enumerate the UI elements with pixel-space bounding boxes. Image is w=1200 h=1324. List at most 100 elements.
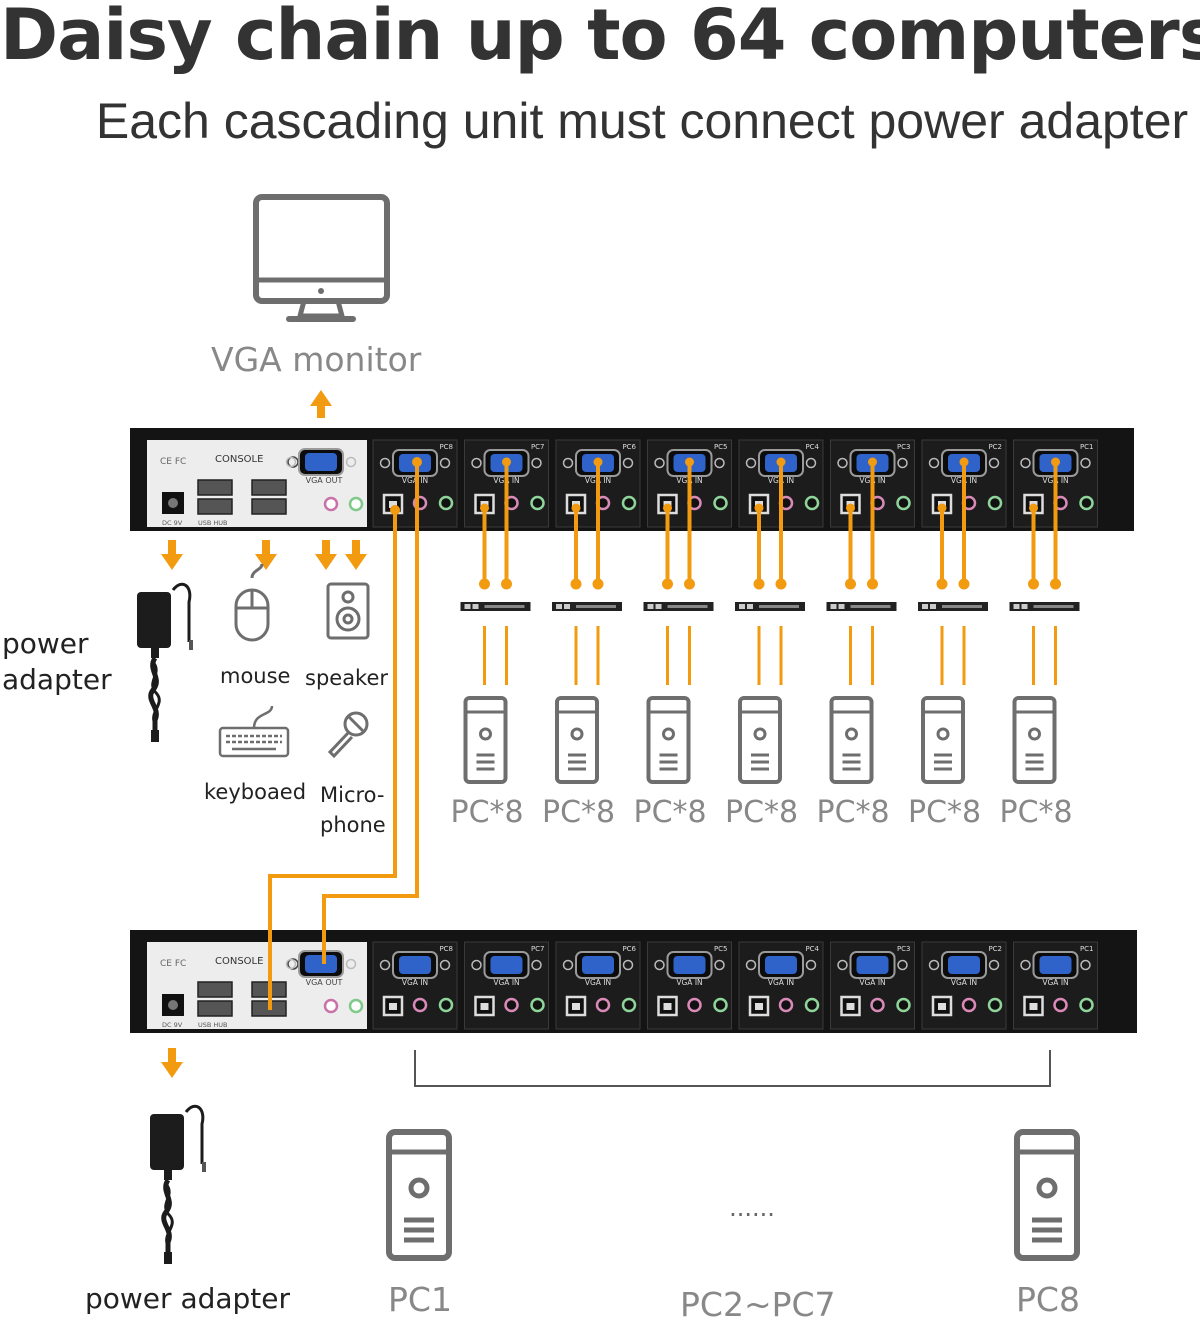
port-label: PC1 [1080,443,1094,451]
power-adapter-bottom-label: power adapter [85,1282,291,1315]
arrow-down-icon [345,540,367,570]
kvm-cable-icon [643,602,714,611]
keyboard-label: keyboaed [204,780,307,804]
page-title: Daisy chain up to 64 computers [0,0,1200,76]
audio-port-icon [323,998,339,1014]
vga-out-label: VGA OUT [306,978,343,987]
cascade-connection [643,457,714,784]
dc-label: DC 9V [162,1021,183,1029]
usb-hub-label: USB HUB [198,1021,228,1029]
cascade-connection [1009,457,1080,784]
port-label: PC8 [439,443,453,451]
pc-tower-icon [463,696,508,784]
pc-count-label: PC*8 [908,795,982,830]
mic-port-icon [530,495,545,511]
pc-count-label: PC*8 [725,795,799,830]
usb-hub-port-icon [251,479,287,496]
port-label: PC7 [531,945,545,953]
pc-tower-icon [921,696,965,784]
pc-tower-icon [646,696,691,784]
kvm-cable-icon [1009,602,1080,611]
mic-port-icon [1079,997,1094,1013]
port-label: PC3 [897,945,911,953]
mic-port-icon [530,997,545,1013]
port-label: PC6 [622,945,636,953]
cascade-connection [826,457,897,784]
kvm-cable-icon [826,602,897,611]
port-label: PC3 [897,443,911,451]
usb-b-port-icon [565,995,587,1017]
port-label: PC6 [622,443,636,451]
port-label: PC2 [988,443,1002,451]
usb-b-port-icon [657,995,678,1017]
usb-b-port-icon [931,995,953,1017]
vga-in-label: VGA IN [493,978,519,987]
usb-b-port-icon [474,995,495,1017]
pc1-label: PC1 [388,1280,452,1319]
pc-count-label: PC*8 [633,795,707,830]
kvm-cable-icon [460,602,531,611]
kvm-cable-icon [918,602,988,611]
arrow-down-icon [255,540,277,570]
power-adapter-icon [137,584,193,742]
vga-in-label: VGA IN [402,978,428,987]
console-port-group: CE FC CONSOLE VGA OUT DC 9V USB HUB [160,950,364,1029]
pc-count-label: PC*8 [999,795,1073,830]
mic-port-icon [713,997,728,1013]
speaker-icon [326,582,370,640]
arrow-down-icon [161,540,183,570]
usb-hub-port-icon [197,479,233,496]
usb-hub-port-icon [197,1000,233,1017]
monitor-label: VGA monitor [211,340,422,379]
mic-port-icon [804,495,820,511]
audio-port-icon [687,997,702,1013]
mouse-label: mouse [220,664,291,688]
audio-port-icon [412,997,428,1013]
pc2-pc7-label: PC2~PC7 [680,1285,836,1324]
pc-tower-icon [389,1132,449,1258]
vga-in-label: VGA IN [951,978,977,987]
pc-count-label: PC*8 [450,795,524,830]
vga-in-label: VGA IN [768,978,794,987]
arrow-down-icon [315,540,337,570]
mic-port-icon [896,997,911,1013]
port-label: PC5 [714,945,728,953]
mic-port-icon [438,495,454,511]
vga-in-label: VGA IN [676,978,702,987]
mic-port-icon [1079,495,1094,511]
keyboard-icon [218,705,290,758]
vga-in-label: VGA IN [859,978,885,987]
port-label: PC1 [1080,945,1094,953]
mic-port-icon [438,997,454,1013]
mic-port-icon [348,998,364,1014]
audio-port-icon [961,997,977,1013]
monitor-icon [253,194,390,322]
pc-tower-icon [1017,1132,1077,1258]
pc-count-label: PC*8 [816,795,890,830]
cert-mark: CE FC [160,457,186,467]
microphone-label: Micro-phone [320,783,386,837]
usb-b-port-icon [1023,995,1044,1017]
mic-port-icon [987,997,1003,1013]
pc-tower-icon [829,696,874,784]
kvm-cable-icon [735,602,805,611]
power-adapter-icon [150,1106,206,1264]
page-subtitle: Each cascading unit must connect power a… [95,93,1189,149]
pc-tower-icon [555,696,599,784]
audio-port-icon [504,997,519,1013]
vga-out-label: VGA OUT [306,476,343,485]
console-label: CONSOLE [215,956,263,967]
cascade-cable [268,457,422,1010]
port-label: PC8 [439,945,453,953]
arrow-up-icon [310,390,332,418]
power-adapter-top-label: power adapter [2,627,112,696]
usb-hub-port-icon [251,498,287,515]
console-label: CONSOLE [215,454,263,465]
usb-b-port-icon [382,995,404,1017]
cert-mark: CE FC [160,959,186,969]
